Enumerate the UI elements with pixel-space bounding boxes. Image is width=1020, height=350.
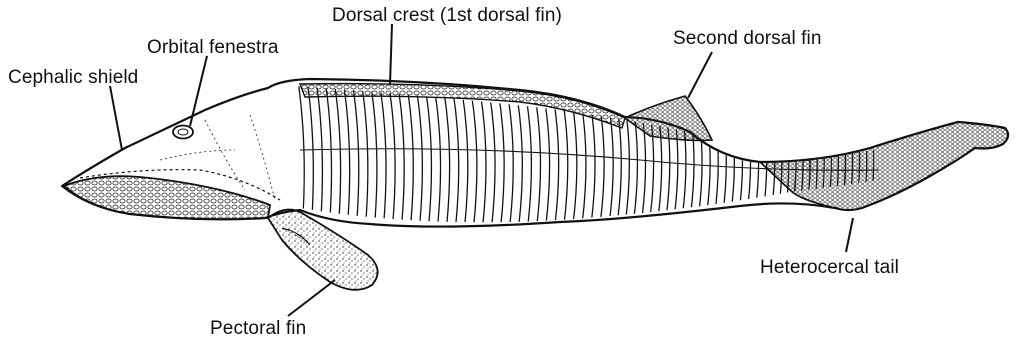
scale-band <box>748 80 759 232</box>
scale-band <box>806 80 817 232</box>
scale-band <box>771 80 782 232</box>
leader-dorsal <box>390 24 392 84</box>
scale-band <box>756 80 767 232</box>
heterocercal-tail-label: Heterocercal tail <box>760 258 899 277</box>
scale-band <box>740 80 751 232</box>
orbital-fenestra <box>173 126 193 139</box>
scale-band <box>778 80 789 232</box>
leader-second <box>688 52 712 98</box>
cephalic-shield-label: Cephalic shield <box>8 68 138 87</box>
orbital-fenestra-label: Orbital fenestra <box>147 38 279 57</box>
dorsal-crest-label: Dorsal crest (1st dorsal fin) <box>332 6 562 25</box>
scale-band <box>799 80 810 232</box>
leader-hetero <box>846 218 853 252</box>
pectoral-fin-label: Pectoral fin <box>210 319 306 338</box>
scale-band <box>764 80 775 232</box>
second-dorsal-fin-label: Second dorsal fin <box>673 29 822 48</box>
scale-band <box>785 80 796 232</box>
leader-pectoral <box>288 280 335 316</box>
leader-cephalic <box>110 86 122 150</box>
scale-band <box>792 80 803 232</box>
scale-band <box>813 80 824 232</box>
